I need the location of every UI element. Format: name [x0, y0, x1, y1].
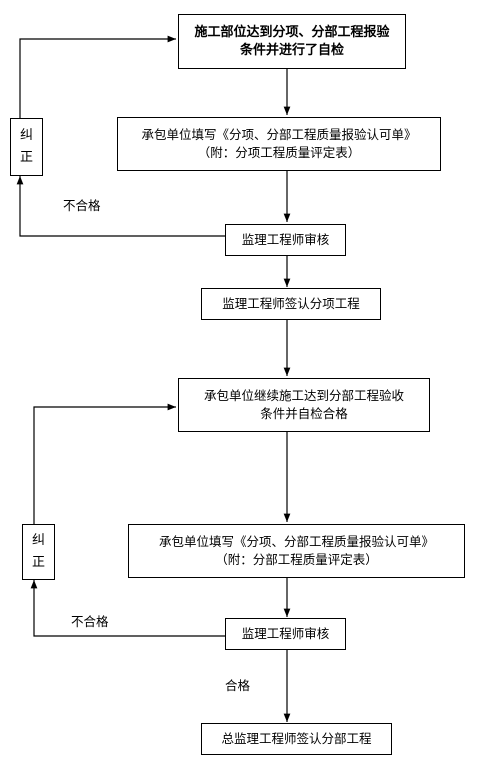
step-fill-form-sub-item: 承包单位填写《分项、分部工程质量报验认可单》 （附：分项工程质量评定表）: [117, 117, 441, 171]
step-engineer-review-1-text: 监理工程师审核: [241, 232, 330, 247]
step-chief-sign-division: 总监理工程师签认分部工程: [201, 723, 392, 755]
label-fail-top: 不合格: [63, 198, 101, 213]
correction-bottom-char1: 纠: [31, 533, 45, 548]
step-sign-sub-item: 监理工程师签认分项工程: [201, 288, 381, 320]
fail-line-top: [16, 176, 225, 237]
step-fill-form-line2: （附：分项工程质量评定表）: [197, 145, 361, 160]
step-start-line1: 施工部位达到分项、分部工程报验: [194, 24, 390, 40]
correction-return-bottom: [33, 403, 176, 524]
step-continue-line1: 承包单位继续施工达到分部工程验收: [203, 388, 404, 403]
step-start-self-check: 施工部位达到分项、分部工程报验 条件并进行了自检: [178, 14, 406, 69]
step-fill-form-division-line2: （附：分部工程质量评定表）: [215, 552, 378, 567]
step-fill-form-division-line1: 承包单位填写《分项、分部工程质量报验认可单》: [158, 534, 434, 549]
correction-box-bottom: 纠 正: [22, 524, 55, 580]
step-sign-sub-item-text: 监理工程师签认分项工程: [222, 296, 360, 311]
correction-top-char2: 正: [19, 150, 33, 165]
step-continue-construction: 承包单位继续施工达到分部工程验收 条件并自检合格: [178, 378, 430, 432]
step-fill-form-division: 承包单位填写《分项、分部工程质量报验认可单》 （附：分部工程质量评定表）: [128, 524, 465, 578]
step-start-line2: 条件并进行了自检: [239, 42, 344, 58]
step-fill-form-line1: 承包单位填写《分项、分部工程质量报验认可单》: [141, 127, 417, 142]
label-fail-bottom: 不合格: [71, 614, 109, 629]
step-engineer-review-2-text: 监理工程师审核: [241, 626, 330, 641]
step-engineer-review-2: 监理工程师审核: [225, 618, 346, 650]
fail-line-bottom: [30, 580, 225, 637]
correction-return-top: [19, 35, 176, 118]
step-continue-line2: 条件并自检合格: [260, 406, 348, 421]
step-chief-sign-division-text: 总监理工程师签认分部工程: [221, 731, 372, 746]
label-pass-bottom: 合格: [225, 678, 251, 693]
correction-top-char1: 纠: [19, 128, 33, 143]
correction-box-top: 纠 正: [10, 118, 43, 176]
step-engineer-review-1: 监理工程师审核: [225, 224, 346, 256]
correction-bottom-char2: 正: [31, 555, 45, 570]
